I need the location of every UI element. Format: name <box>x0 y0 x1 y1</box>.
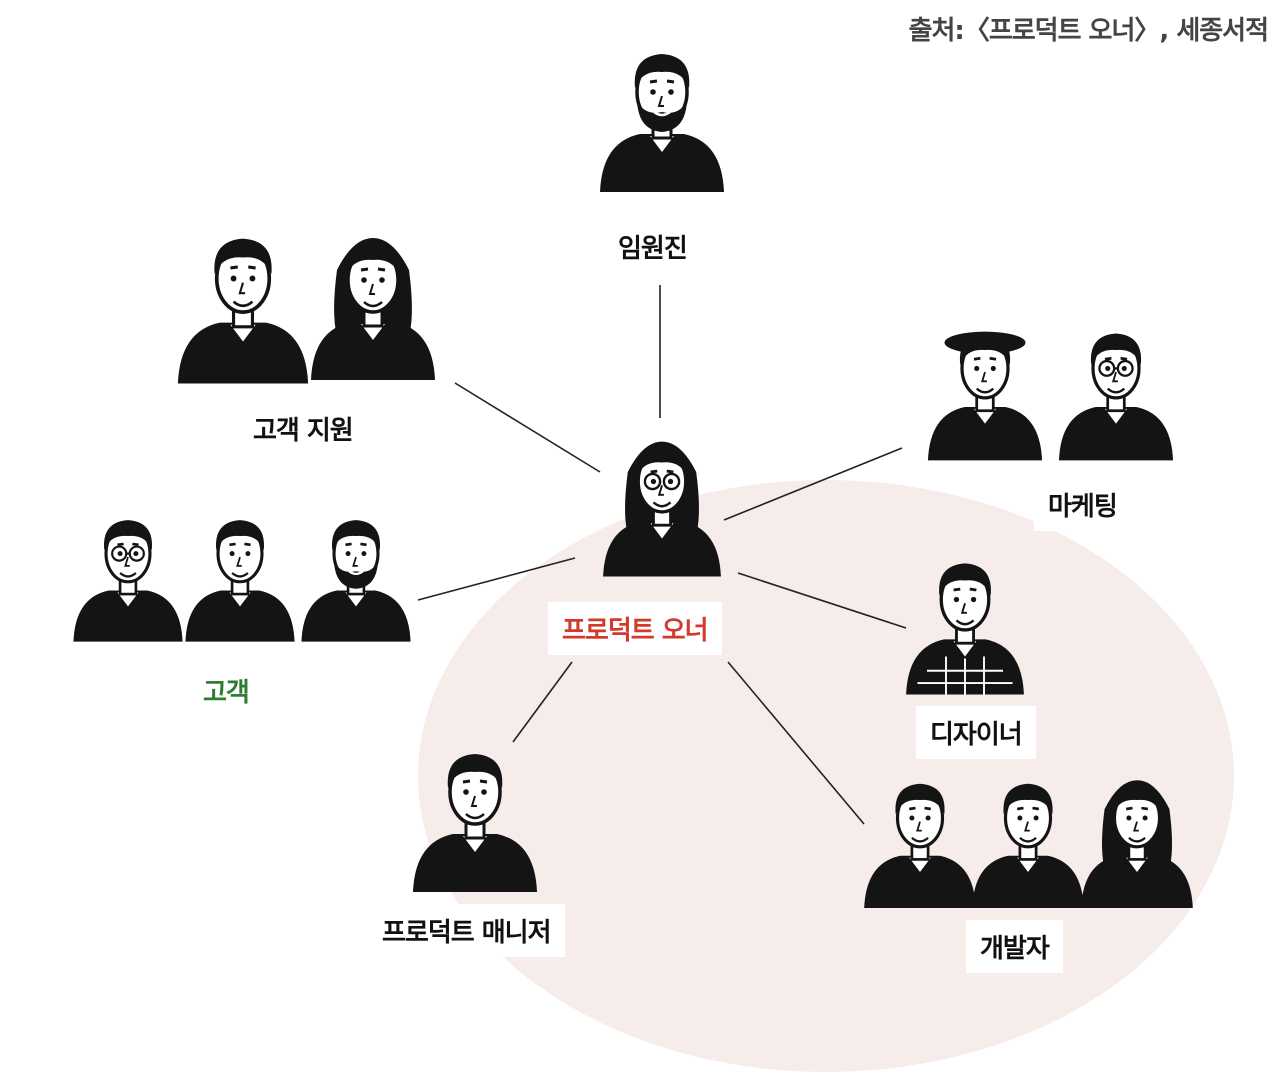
support-person-avatar <box>176 236 310 386</box>
label-customer-support: 고객 지원 <box>253 416 354 446</box>
label-developers: 개발자 <box>966 920 1063 973</box>
connector-product-manager <box>512 661 573 743</box>
marketing-person-avatar <box>926 331 1044 463</box>
marketing-avatars <box>926 331 1173 463</box>
connector-developers <box>727 661 865 825</box>
connector-marketing <box>723 447 903 521</box>
connector-designer <box>737 572 907 629</box>
source-credit: 출처:〈프로덕트 오너〉, 세종서적 <box>908 16 1269 46</box>
support-person-avatar <box>311 238 435 380</box>
product-owner-avatar <box>603 442 721 577</box>
customer-avatar <box>183 518 297 644</box>
designer-avatar <box>904 561 1026 697</box>
customer-support-avatars <box>176 236 435 386</box>
label-customers: 고객 <box>203 678 250 708</box>
connector-customers <box>417 557 576 601</box>
customer-avatar <box>301 520 410 641</box>
connector-lines <box>417 285 907 825</box>
executive-avatar <box>600 54 724 192</box>
team-highlight-region <box>418 480 1234 1072</box>
connector-customer-support <box>454 382 601 473</box>
label-designer: 디자이너 <box>916 706 1036 759</box>
label-product-owner: 프로덕트 오너 <box>548 602 722 655</box>
label-executives: 임원진 <box>618 234 688 264</box>
label-marketing: 마케팅 <box>1034 478 1131 531</box>
customer-avatars <box>73 518 410 644</box>
label-product-manager: 프로덕트 매니저 <box>368 904 565 957</box>
developer-avatars <box>862 780 1193 910</box>
customer-avatar <box>73 520 182 641</box>
marketing-person-avatar <box>1059 333 1173 460</box>
